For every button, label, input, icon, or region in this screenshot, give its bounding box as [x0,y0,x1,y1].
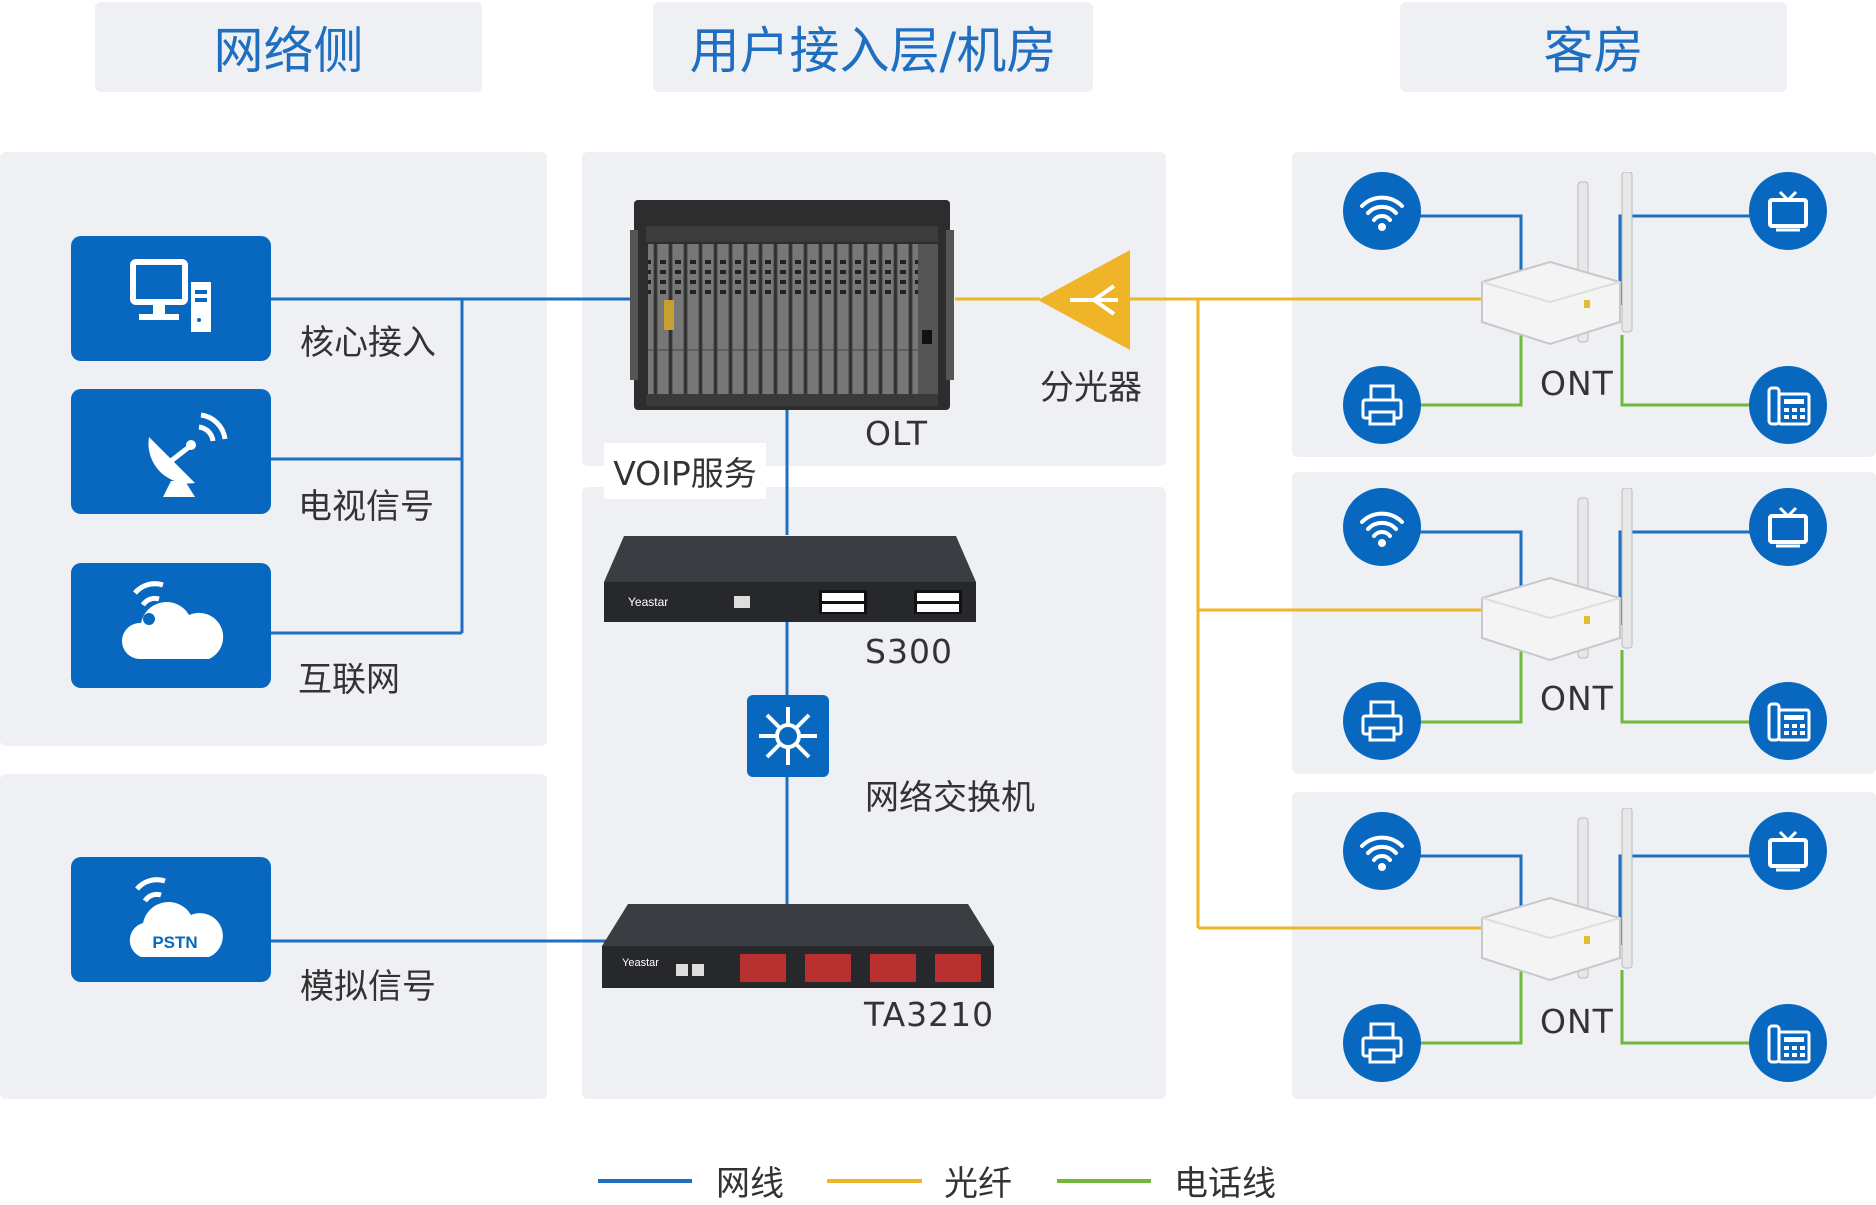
printer-icon [1343,1004,1421,1082]
cloud-icon [121,581,224,659]
network-switch-box [747,695,829,777]
header-access-layer: 用户接入层/机房 [653,2,1093,92]
satellite-dish-icon [148,412,228,497]
pstn-cloud-icon: PSTN [129,877,223,957]
label-tv-signal: 电视信号 [298,487,434,527]
label-ont-2: ONT [1540,679,1614,718]
header-network-side-text: 网络侧 [213,22,364,80]
pstn-badge-text: PSTN [152,933,197,952]
voip-service-tag: VOIP服务 [604,443,766,499]
switch-arrows-icon [759,707,817,765]
label-internet: 互联网 [298,660,400,700]
tv-signal-box [71,389,271,514]
header-network-side: 网络侧 [95,2,482,92]
olt-chassis-image [630,200,954,410]
header-guest-room-text: 客房 [1543,22,1644,80]
label-ont-3: ONT [1540,1002,1614,1041]
tv-icon [1749,172,1827,250]
label-network-switch: 网络交换机 [865,778,1035,818]
legend-label-phone-line: 电话线 [1174,1164,1276,1204]
header-guest-room: 客房 [1400,2,1787,92]
ont-router-image-2 [1481,488,1633,662]
wifi-icon [1343,812,1421,890]
wifi-icon [1343,172,1421,250]
legend-label-fiber: 光纤 [944,1164,1012,1204]
label-ta3210: TA3210 [864,995,995,1034]
pstn-box: PSTN [71,857,271,982]
label-splitter: 分光器 [1040,368,1142,408]
wifi-icon [1343,488,1421,566]
label-olt: OLT [865,414,928,453]
label-ont-1: ONT [1540,364,1614,403]
splitter-triangle-image [1038,250,1130,350]
telephone-icon [1749,366,1827,444]
ont-router-image-3 [1481,808,1633,982]
label-core-access: 核心接入 [300,323,436,363]
ont-router-image-1 [1481,172,1633,346]
legend-label-network-line: 网线 [716,1164,784,1204]
printer-icon [1343,682,1421,760]
ta3210-device-image: Yeastar [602,904,994,988]
tv-icon [1749,812,1827,890]
internet-box [71,563,271,688]
telephone-icon [1749,1004,1827,1082]
header-access-layer-text: 用户接入层/机房 [689,22,1057,80]
s300-device-image: Yeastar [604,536,976,622]
ta3210-brand-text: Yeastar [622,957,659,969]
label-voip-service: VOIP服务 [613,454,757,493]
core-access-box [71,236,271,361]
computer-icon [130,259,211,332]
label-s300: S300 [865,632,953,671]
s300-brand-text: Yeastar [628,595,668,609]
printer-icon [1343,366,1421,444]
tv-icon [1749,488,1827,566]
telephone-icon [1749,682,1827,760]
label-analog-signal: 模拟信号 [300,967,436,1007]
